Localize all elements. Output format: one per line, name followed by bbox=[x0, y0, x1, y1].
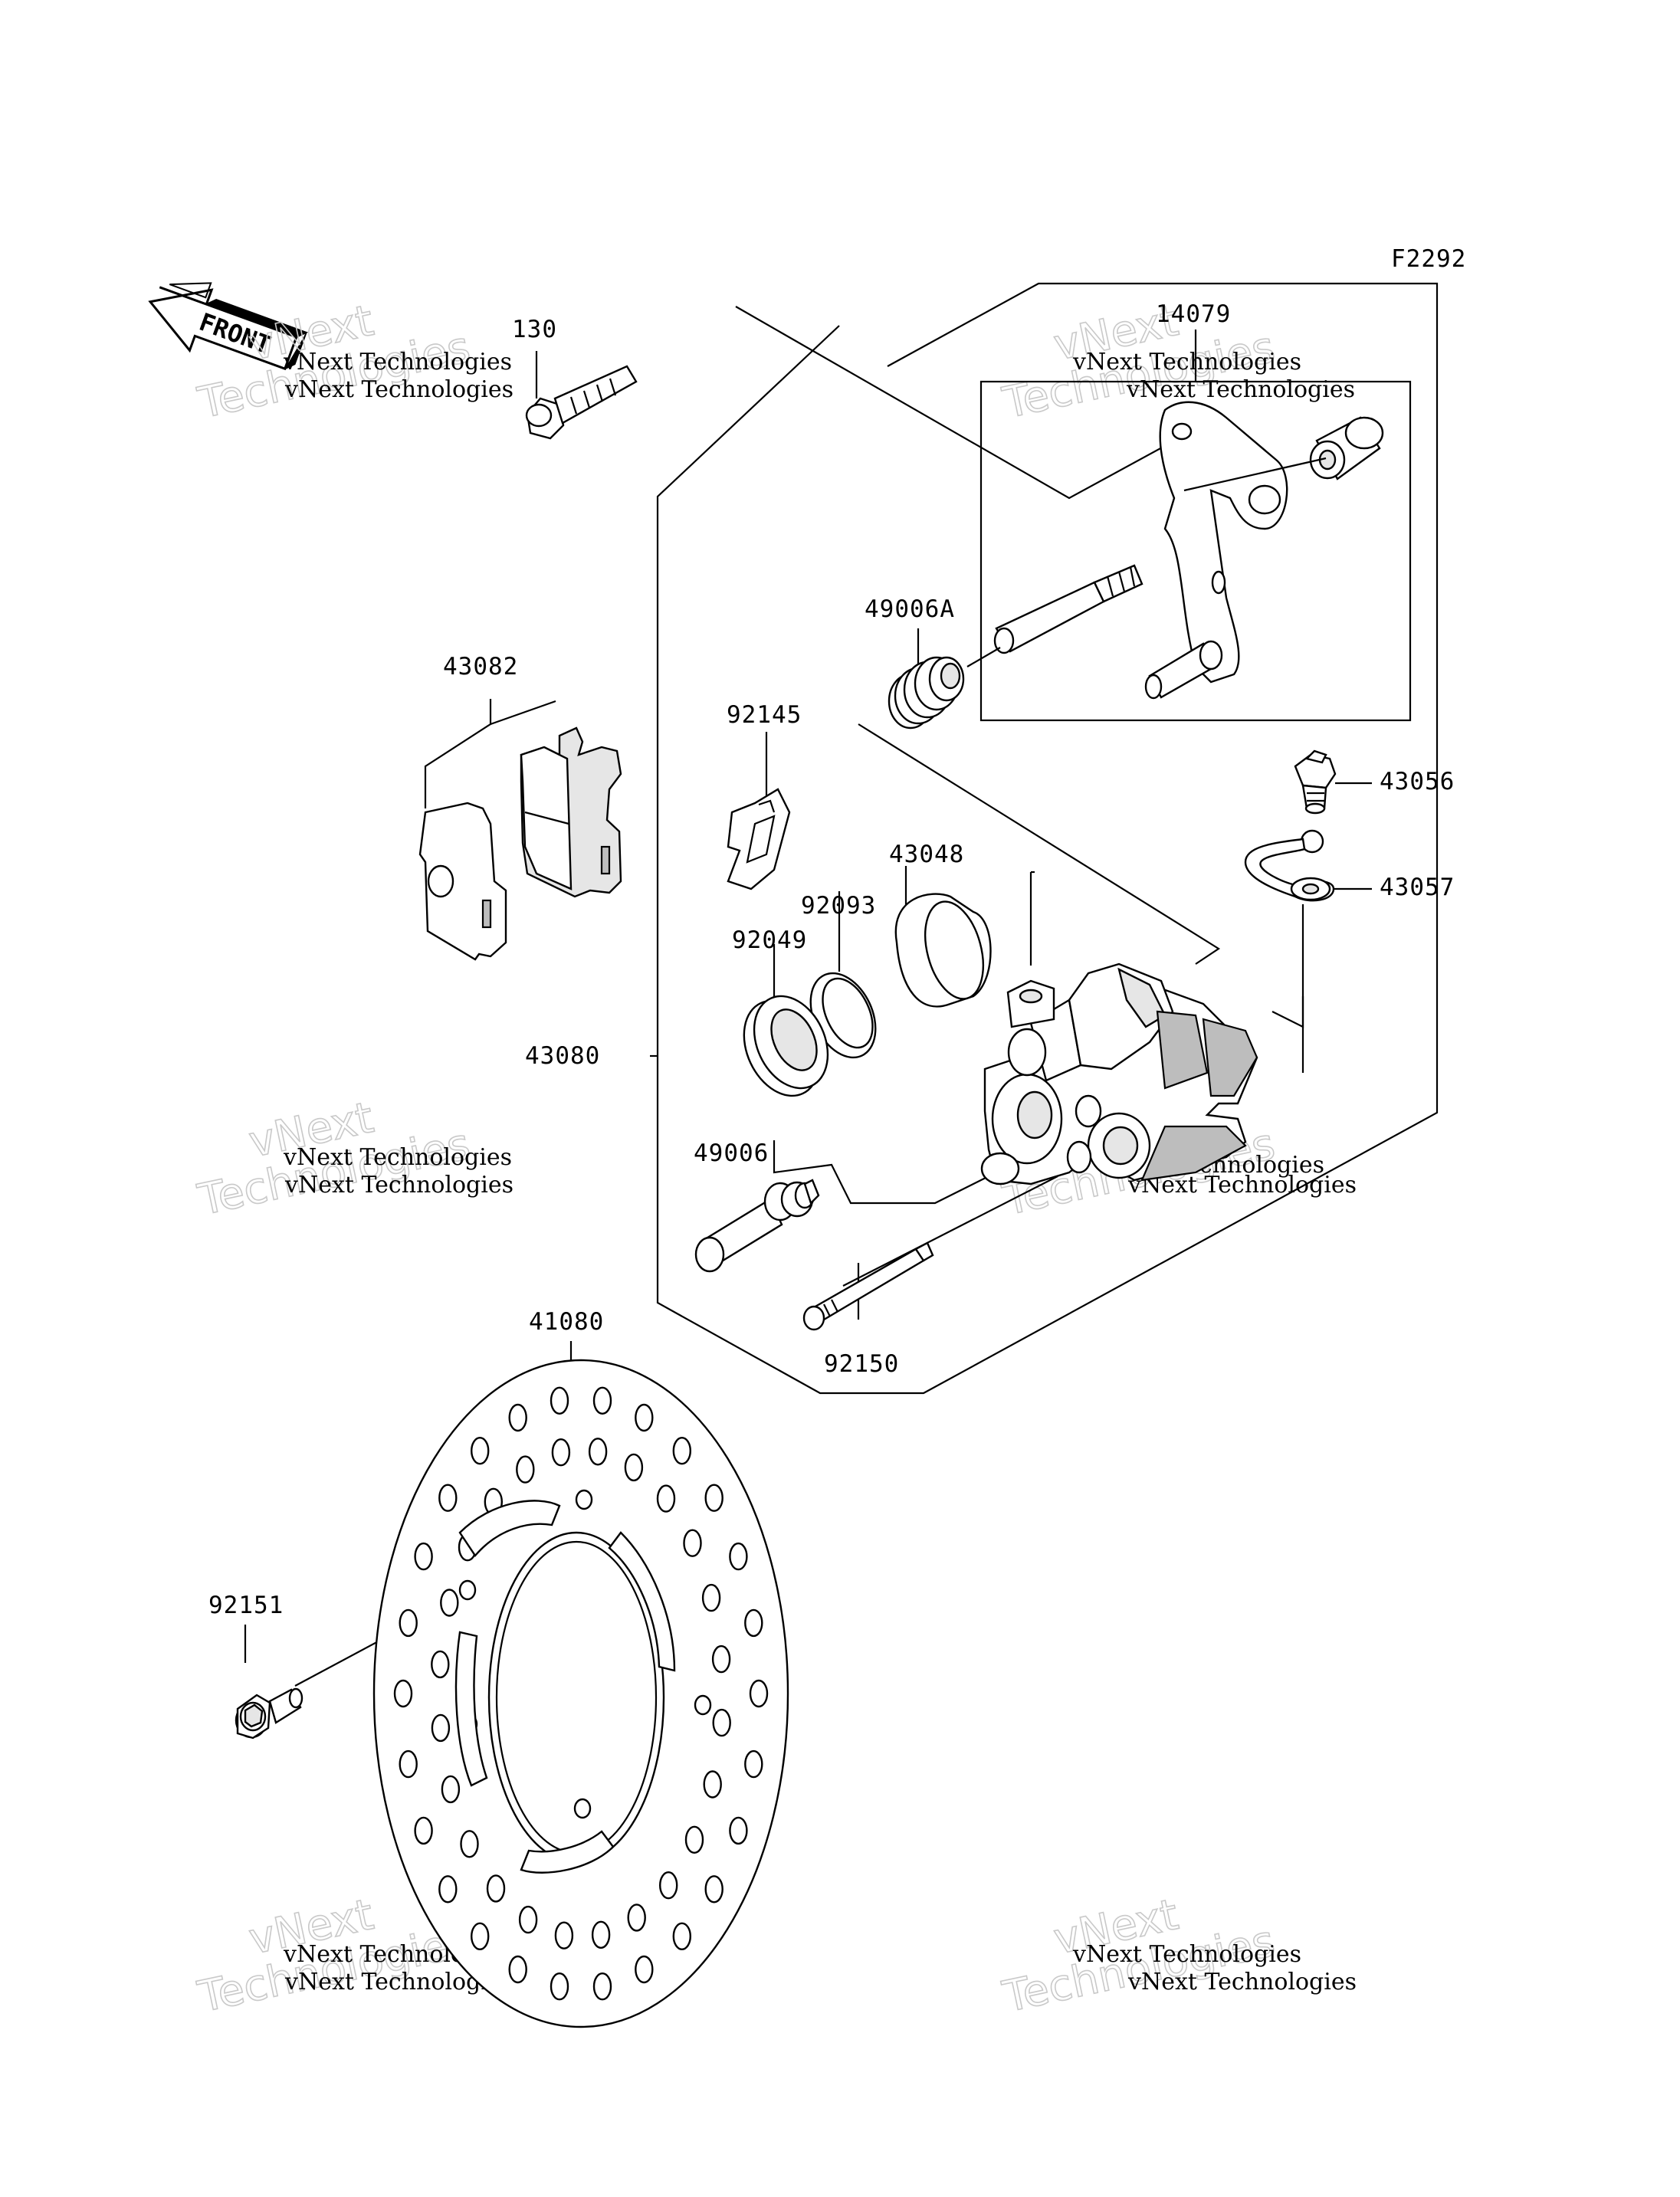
disc-vent-hole bbox=[471, 1436, 490, 1465]
disc-vent-hole bbox=[656, 1484, 676, 1513]
label-92150[interactable]: 92150 bbox=[824, 1350, 899, 1378]
svg-text:vNext Technologies: vNext Technologies bbox=[1126, 376, 1355, 403]
disc-vent-hole bbox=[672, 1922, 691, 1951]
svg-text:vNext Technologies: vNext Technologies bbox=[284, 1172, 514, 1199]
label-92151[interactable]: 92151 bbox=[208, 1592, 284, 1619]
pin-bolt-92150[interactable] bbox=[802, 1241, 934, 1331]
piston-seal-92093[interactable] bbox=[798, 962, 888, 1067]
disc-vent-hole bbox=[550, 1972, 569, 2001]
disc-vent-hole bbox=[704, 1875, 724, 1904]
label-49006a[interactable]: 49006A bbox=[865, 595, 955, 623]
disc-mount-hole bbox=[573, 1798, 592, 1819]
label-43080[interactable]: 43080 bbox=[525, 1042, 600, 1070]
disc-vent-hole bbox=[744, 1608, 763, 1638]
disc-vent-hole bbox=[635, 1403, 654, 1432]
disc-vent-hole bbox=[460, 1830, 479, 1858]
disc-vent-hole bbox=[659, 1871, 678, 1900]
disc-vent-hole bbox=[712, 1708, 731, 1737]
svg-text:vNext Technologies: vNext Technologies bbox=[283, 349, 512, 375]
disc-vent-hole bbox=[729, 1542, 748, 1571]
disc-mount-hole bbox=[575, 1489, 593, 1510]
disc-vent-hole bbox=[414, 1542, 433, 1571]
label-92145[interactable]: 92145 bbox=[727, 701, 802, 729]
disc-vent-hole bbox=[554, 1921, 574, 1949]
disc-mount-hole bbox=[694, 1694, 712, 1716]
caliper-body-43080[interactable] bbox=[980, 962, 1258, 1185]
disc-vent-hole bbox=[393, 1679, 413, 1708]
watermark: vNext Technologies vNext Technologies vN… bbox=[193, 295, 1357, 2023]
brake-disc-41080[interactable] bbox=[372, 1359, 789, 2028]
disc-vent-hole bbox=[518, 1905, 538, 1934]
disc-vent-hole bbox=[592, 1972, 612, 2001]
label-43056[interactable]: 43056 bbox=[1380, 768, 1455, 795]
pad-spring-92145[interactable] bbox=[727, 788, 791, 890]
svg-text:vNext Technologies: vNext Technologies bbox=[1127, 1969, 1357, 1995]
cap-43057[interactable] bbox=[1244, 829, 1335, 902]
label-130[interactable]: 130 bbox=[512, 316, 557, 343]
disc-vent-hole bbox=[635, 1955, 654, 1984]
disc-vent-hole bbox=[704, 1484, 724, 1512]
brake-pads-43082[interactable] bbox=[418, 726, 622, 961]
label-41080[interactable]: 41080 bbox=[529, 1308, 604, 1336]
bolt-130[interactable] bbox=[525, 365, 638, 440]
disc-vent-hole bbox=[627, 1904, 646, 1932]
disc-vent-hole bbox=[399, 1608, 418, 1638]
boot-49006a[interactable] bbox=[888, 647, 1001, 730]
disc-vent-hole bbox=[399, 1749, 418, 1779]
label-43082[interactable]: 43082 bbox=[443, 653, 518, 680]
disc-vent-hole bbox=[471, 1922, 490, 1951]
disc-vent-hole bbox=[701, 1583, 721, 1612]
disc-bolt-92151[interactable] bbox=[235, 1687, 304, 1740]
disc-vent-hole bbox=[683, 1529, 702, 1557]
svg-text:vNext Technologies: vNext Technologies bbox=[284, 376, 514, 403]
figure-code: F2292 bbox=[1391, 245, 1466, 273]
disc-vent-hole bbox=[729, 1816, 748, 1845]
disc-vent-hole bbox=[431, 1713, 451, 1743]
label-92049[interactable]: 92049 bbox=[732, 926, 807, 954]
pin-49006[interactable] bbox=[694, 1179, 820, 1273]
disc-vent-hole bbox=[744, 1749, 763, 1779]
bleed-valve-43056[interactable] bbox=[1294, 749, 1337, 815]
label-92093[interactable]: 92093 bbox=[801, 892, 876, 920]
disc-vent-hole bbox=[438, 1875, 458, 1904]
disc-mount-hole bbox=[458, 1579, 477, 1601]
dust-seal-92049[interactable] bbox=[730, 984, 842, 1108]
disc-vent-hole bbox=[550, 1386, 569, 1415]
label-14079[interactable]: 14079 bbox=[1156, 300, 1231, 328]
disc-slot bbox=[608, 1531, 676, 1672]
disc-slot bbox=[454, 1631, 488, 1787]
disc-vent-hole bbox=[672, 1436, 691, 1465]
disc-vent-hole bbox=[508, 1403, 527, 1432]
disc-vent-hole bbox=[441, 1775, 461, 1804]
part-labels: 130 14079 49006A 43082 92145 43056 43048… bbox=[208, 300, 1455, 1619]
bracket-14079[interactable] bbox=[993, 401, 1384, 700]
svg-text:vNext Technologies: vNext Technologies bbox=[1072, 1941, 1301, 1968]
disc-vent-hole bbox=[592, 1386, 612, 1415]
disc-vent-hole bbox=[438, 1484, 458, 1512]
disc-vent-hole bbox=[624, 1453, 644, 1482]
disc-vent-hole bbox=[551, 1438, 571, 1467]
disc-vent-hole bbox=[591, 1920, 611, 1949]
disc-vent-hole bbox=[516, 1455, 535, 1484]
disc-vent-hole bbox=[486, 1874, 506, 1903]
svg-text:vNext Technologies: vNext Technologies bbox=[1072, 349, 1301, 375]
label-43057[interactable]: 43057 bbox=[1380, 874, 1455, 901]
disc-vent-hole bbox=[703, 1770, 722, 1799]
piston-43048[interactable] bbox=[894, 893, 993, 1008]
svg-text:vNext Technologies: vNext Technologies bbox=[283, 1144, 512, 1171]
disc-vent-hole bbox=[508, 1955, 527, 1984]
label-43048[interactable]: 43048 bbox=[889, 841, 964, 868]
disc-vent-hole bbox=[440, 1589, 459, 1617]
disc-vent-hole bbox=[684, 1825, 704, 1854]
disc-vent-hole bbox=[414, 1816, 433, 1845]
disc-vent-hole bbox=[749, 1679, 769, 1708]
disc-vent-hole bbox=[431, 1650, 450, 1679]
disc-slot bbox=[458, 1500, 561, 1557]
label-49006[interactable]: 49006 bbox=[694, 1139, 769, 1167]
disc-vent-hole bbox=[711, 1644, 731, 1674]
disc-vent-hole bbox=[588, 1438, 608, 1466]
caliper-assembly-outline bbox=[650, 282, 1439, 1395]
disc-slot bbox=[520, 1830, 615, 1874]
